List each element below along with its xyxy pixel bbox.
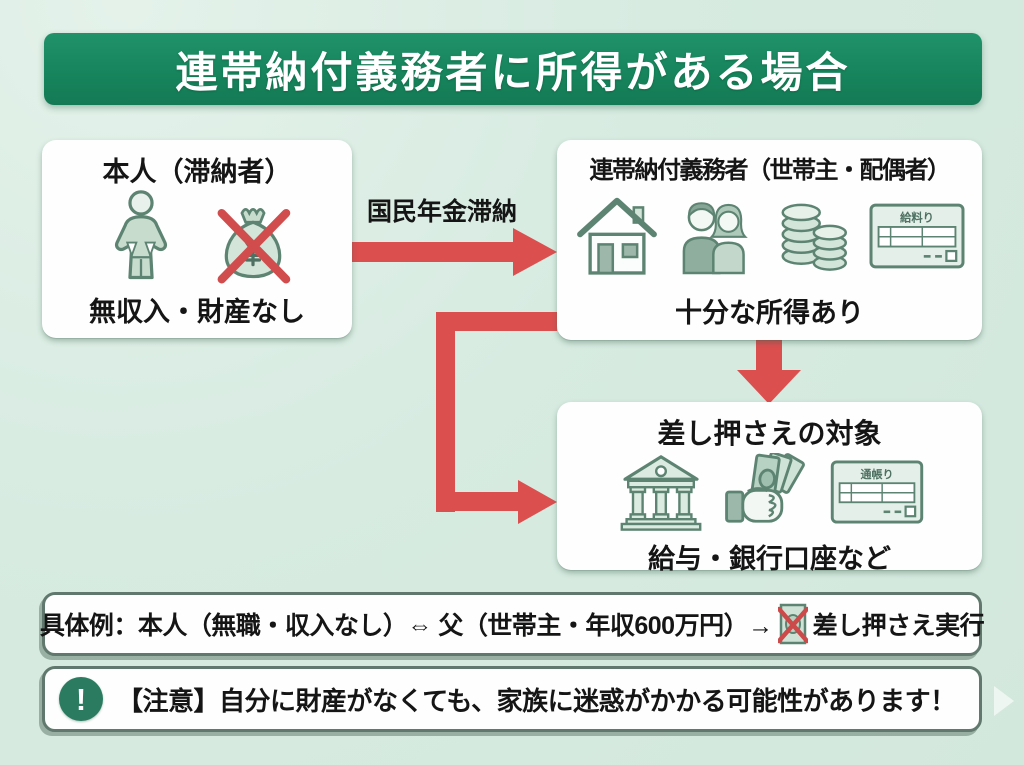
arrow-bypass-seizure — [436, 312, 557, 524]
cash-in-hand-icon — [723, 451, 813, 536]
next-chevron-icon[interactable] — [994, 686, 1014, 716]
warning-bar: ! 【注意】自分に財産がなくても、家族に迷惑がかかる可能性があります！ — [42, 666, 982, 732]
example-text-prefix: 具体例：本人（無職・収入なし）⇔ 父（世帯主・年収600万円）→ — [39, 612, 773, 640]
debtor-box-title: 本人（滞納者） — [102, 157, 292, 187]
obligor-box-title: 連帯納付義務者（世帯主・配偶者） — [589, 157, 952, 184]
example-bar: 具体例：本人（無職・収入なし）⇔ 父（世帯主・年収600万円）→ 差し押さえ実行 — [39, 592, 985, 656]
obligor-icon-row: 給料り — [574, 185, 966, 291]
house-icon — [574, 194, 660, 283]
arrow-down-seizure — [737, 339, 801, 404]
debtor-box-caption: 無収入・財産なし — [89, 297, 305, 327]
payslip-icon: 給料り — [868, 201, 966, 276]
empty-pockets-person-icon — [95, 189, 187, 290]
seizure-box-title: 差し押さえの対象 — [657, 418, 882, 449]
seizure-box: 差し押さえの対象 — [557, 402, 982, 574]
payslip-label: 給料り — [900, 210, 934, 224]
passbook-label: 通帳り — [860, 467, 893, 481]
couple-icon — [672, 194, 758, 283]
seizure-icon-row: 通帳り — [615, 451, 925, 537]
obligor-box-caption: 十分な所得あり — [675, 298, 864, 328]
coin-stacks-icon — [770, 194, 856, 283]
bank-icon — [615, 452, 707, 537]
debtor-icon-row — [95, 189, 299, 290]
debtor-box: 本人（滞納者） — [42, 140, 352, 338]
exclamation-icon: ! — [59, 677, 103, 721]
crossed-money-bag-icon — [207, 189, 299, 290]
obligor-box: 連帯納付義務者（世帯主・配偶者） — [557, 140, 982, 340]
seizure-box-caption: 給与・銀行口座など — [648, 544, 891, 574]
crossed-banknote-icon — [777, 603, 808, 645]
passbook-icon: 通帳り — [829, 459, 925, 530]
warning-text: 【注意】自分に財産がなくても、家族に迷惑がかかる可能性があります！ — [117, 685, 956, 716]
arrow-pension-arrears — [347, 228, 557, 276]
title-banner: 連帯納付義務者に所得がある場合 — [44, 33, 982, 105]
example-text-suffix: 差し押さえ実行 — [812, 612, 985, 640]
page-title: 連帯納付義務者に所得がある場合 — [175, 48, 851, 96]
arrow-pension-arrears-label: 国民年金滞納 — [366, 198, 517, 226]
